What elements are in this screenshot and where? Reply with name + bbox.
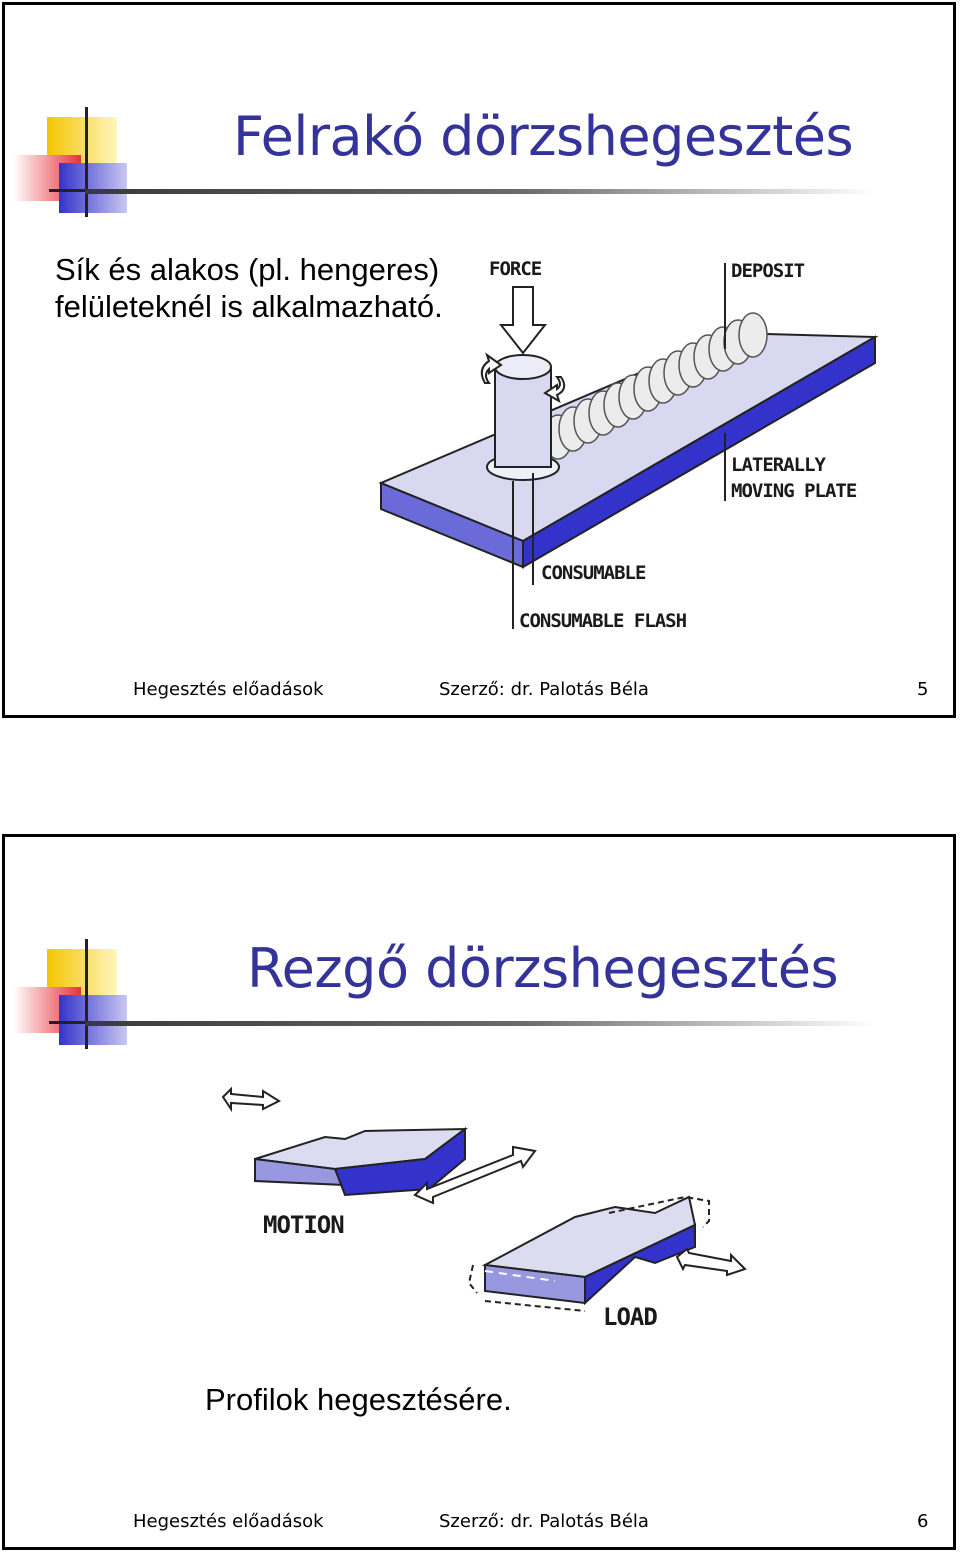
slide-logo-icon [13, 107, 129, 217]
moving-plate [378, 331, 879, 543]
label-force: FORCE [489, 258, 542, 280]
linear-friction-welding-figure: MOTION LOAD [221, 1086, 747, 1331]
label-load: LOAD [603, 1303, 657, 1331]
friction-surfacing-figure: FORCE DEPOSIT LATERALLY MOVING PLATE CON… [378, 258, 879, 632]
slide-6: Rezgő dörzshegesztés MOTION LOAD Profilo… [2, 834, 956, 1550]
footer-center: Szerző: dr. Palotás Béla [439, 1511, 649, 1532]
force-arrow-icon [498, 286, 548, 355]
rotation-arrow-icon [543, 376, 566, 404]
page-number: 5 [917, 679, 929, 700]
label-moving-plate: MOVING PLATE [731, 480, 857, 502]
footer-center: Szerző: dr. Palotás Béla [439, 679, 649, 700]
slide-logo-icon [13, 939, 129, 1049]
body-text: Sík és alakos (pl. hengeres) felületekné… [55, 251, 443, 325]
body-line: Sík és alakos (pl. hengeres) [55, 252, 440, 287]
label-deposit: DEPOSIT [731, 260, 805, 282]
body-line: felületeknél is alkalmazható. [55, 289, 443, 324]
double-arrow-icon [413, 1145, 537, 1205]
lower-workpiece [481, 1195, 697, 1279]
slide-title: Rezgő dörzshegesztés [247, 937, 839, 1000]
label-consumable-flash: CONSUMABLE FLASH [519, 610, 687, 632]
consumable-rod [494, 366, 552, 468]
plate-left-side [380, 481, 524, 569]
label-consumable: CONSUMABLE [541, 562, 646, 584]
label-motion: MOTION [263, 1211, 344, 1239]
page-number: 6 [917, 1511, 929, 1532]
slide-title: Felrakó dörzshegesztés [233, 105, 854, 168]
label-laterally: LATERALLY [731, 454, 827, 476]
footer-left: Hegesztés előadások [133, 679, 324, 700]
load-arrow-icon [675, 1247, 747, 1277]
footer-left: Hegesztés előadások [133, 1511, 324, 1532]
title-underline [85, 189, 875, 194]
slide-caption: Profilok hegesztésére. [205, 1382, 512, 1417]
rotation-arrow-icon [480, 352, 503, 384]
slide-5: Felrakó dörzshegesztés Sík és alakos (pl… [2, 2, 956, 718]
motion-arrow-icon [221, 1086, 282, 1113]
title-underline [85, 1021, 875, 1026]
